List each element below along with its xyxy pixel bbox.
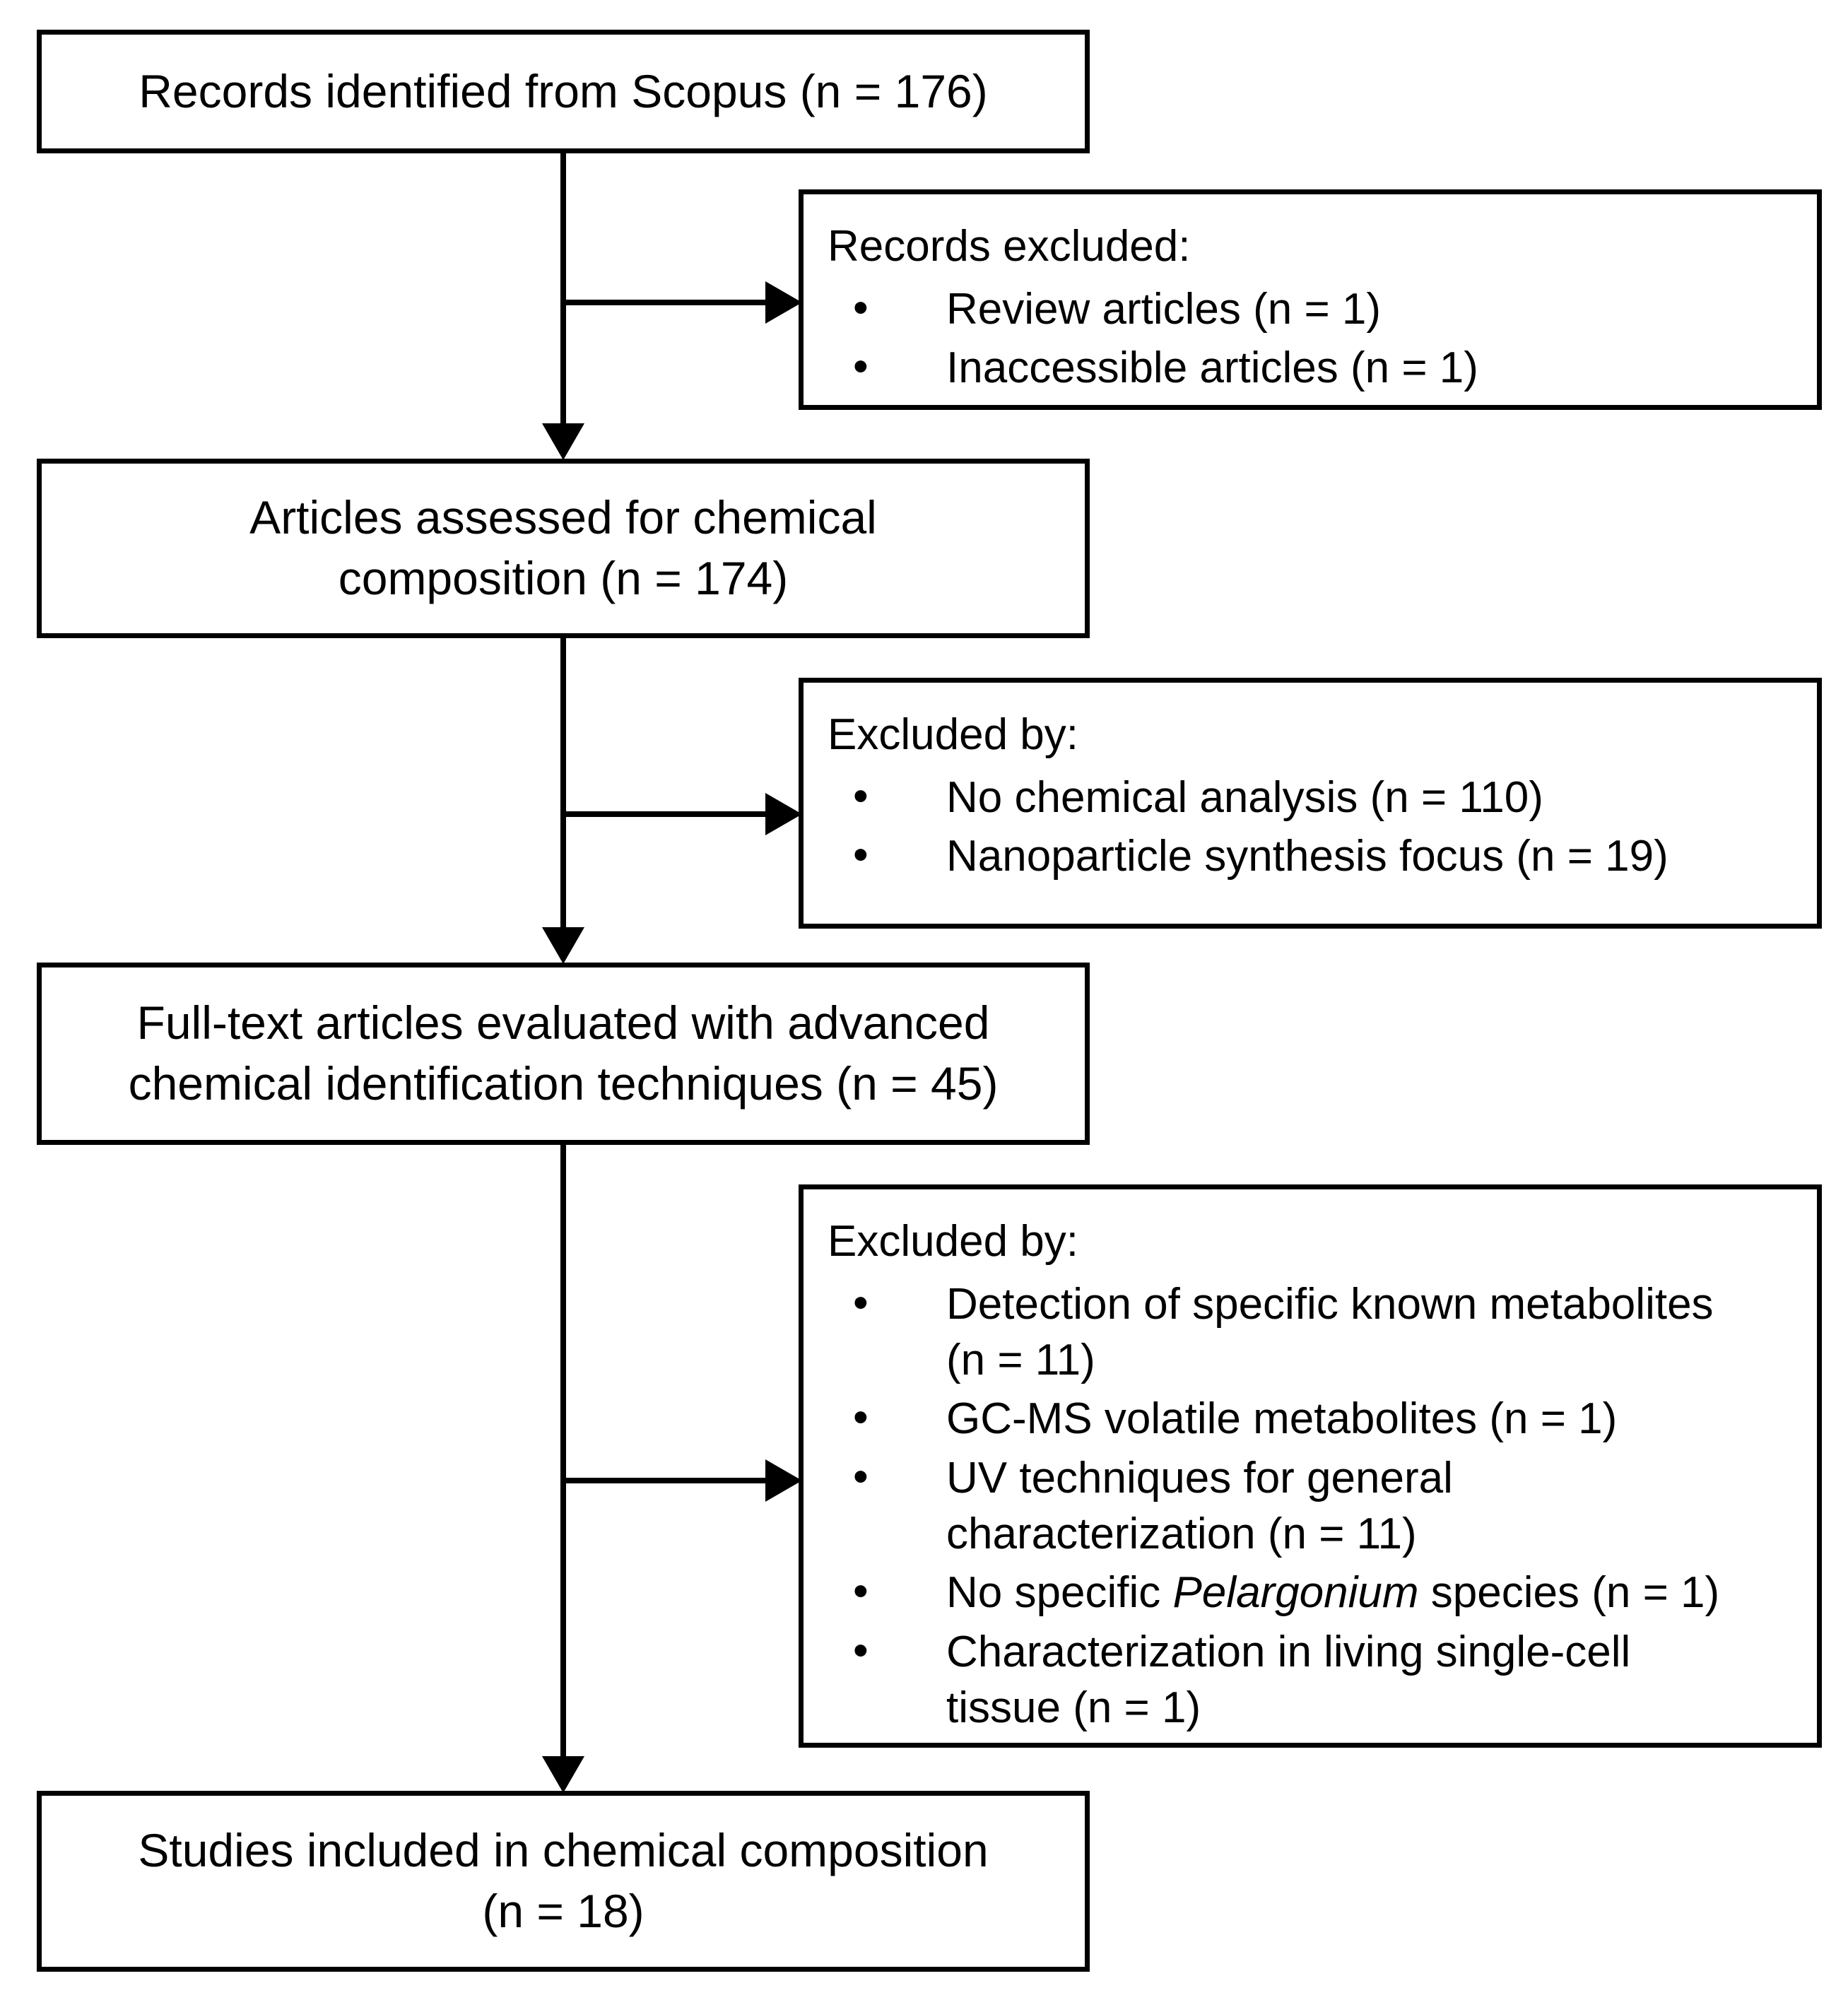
list-item: No chemical analysis (n = 110) xyxy=(828,768,1797,825)
excluded-by-chemical-title: Excluded by: xyxy=(828,710,1078,759)
connector-to-excluded-2 xyxy=(560,811,765,817)
connector-fulltext-to-included xyxy=(560,1143,566,1756)
list-item: Characterization in living single-cell t… xyxy=(828,1623,1797,1736)
arrowhead-right-to-excluded-1 xyxy=(765,281,802,324)
list-item: Review articles (n = 1) xyxy=(828,280,1797,337)
arrowhead-down-to-fulltext xyxy=(542,927,584,964)
connector-to-excluded-3 xyxy=(560,1478,765,1483)
box-fulltext-evaluated-line2: chemical identification techniques (n = … xyxy=(128,1057,999,1110)
list-item-line1: UV techniques for general xyxy=(946,1453,1453,1502)
arrowhead-down-to-assessed xyxy=(542,423,584,460)
box-excluded-by-chemical: Excluded by: No chemical analysis (n = 1… xyxy=(799,678,1822,929)
list-item: No specific Pelargonium species (n = 1) xyxy=(828,1563,1797,1620)
box-studies-included-line2: (n = 18) xyxy=(482,1885,645,1937)
species-name-italic: Pelargonium xyxy=(1172,1568,1419,1618)
list-item-line2: tissue (n = 1) xyxy=(946,1683,1201,1733)
box-articles-assessed-line2: composition (n = 174) xyxy=(338,552,789,604)
list-item-line2: (n = 11) xyxy=(946,1335,1095,1384)
list-item-line2: characterization (n = 11) xyxy=(946,1510,1417,1559)
list-item-line1: Detection of specific known metabolites xyxy=(946,1279,1714,1329)
box-studies-included-line1: Studies included in chemical composition xyxy=(138,1824,989,1877)
excluded-by-techniques-list: Detection of specific known metabolites … xyxy=(828,1275,1797,1736)
arrowhead-right-to-excluded-3 xyxy=(765,1459,802,1502)
box-records-identified: Records identified from Scopus (n = 176) xyxy=(37,30,1090,153)
box-records-identified-text: Records identified from Scopus (n = 176) xyxy=(120,61,1006,122)
list-item-prefix: No specific xyxy=(946,1568,1173,1618)
box-studies-included: Studies included in chemical composition… xyxy=(37,1791,1090,1972)
box-studies-included-text: Studies included in chemical composition… xyxy=(119,1820,1006,1942)
box-fulltext-evaluated: Full-text articles evaluated with advanc… xyxy=(37,963,1090,1145)
box-fulltext-evaluated-text: Full-text articles evaluated with advanc… xyxy=(110,993,1017,1114)
box-articles-assessed-line1: Articles assessed for chemical xyxy=(249,491,877,544)
records-excluded-title: Records excluded: xyxy=(828,222,1191,271)
list-item: Inaccessible articles (n = 1) xyxy=(828,339,1797,396)
list-item: GC-MS volatile metabolites (n = 1) xyxy=(828,1389,1797,1447)
box-records-excluded: Records excluded: Review articles (n = 1… xyxy=(799,189,1822,410)
list-item: Detection of specific known metabolites … xyxy=(828,1275,1797,1389)
list-item-suffix: species (n = 1) xyxy=(1418,1568,1720,1618)
connector-identification-to-assessed xyxy=(560,151,566,423)
box-records-identified-line1: Records identified from Scopus (n = 176) xyxy=(139,64,988,117)
arrowhead-right-to-excluded-2 xyxy=(765,793,802,835)
box-excluded-by-techniques: Excluded by: Detection of specific known… xyxy=(799,1184,1822,1748)
records-excluded-list: Review articles (n = 1) Inaccessible art… xyxy=(828,280,1797,396)
arrowhead-down-to-included xyxy=(542,1756,584,1793)
list-item: UV techniques for general characterizati… xyxy=(828,1449,1797,1563)
box-fulltext-evaluated-line1: Full-text articles evaluated with advanc… xyxy=(136,996,990,1049)
excluded-by-chemical-list: No chemical analysis (n = 110) Nanoparti… xyxy=(828,768,1797,885)
excluded-by-techniques-title: Excluded by: xyxy=(828,1217,1078,1266)
list-item-line1: Characterization in living single-cell xyxy=(946,1627,1631,1676)
box-articles-assessed: Articles assessed for chemical compositi… xyxy=(37,459,1090,638)
connector-to-excluded-1 xyxy=(560,300,765,305)
box-articles-assessed-text: Articles assessed for chemical compositi… xyxy=(231,488,895,609)
connector-assessed-to-fulltext xyxy=(560,636,566,927)
list-item: Nanoparticle synthesis focus (n = 19) xyxy=(828,827,1797,884)
